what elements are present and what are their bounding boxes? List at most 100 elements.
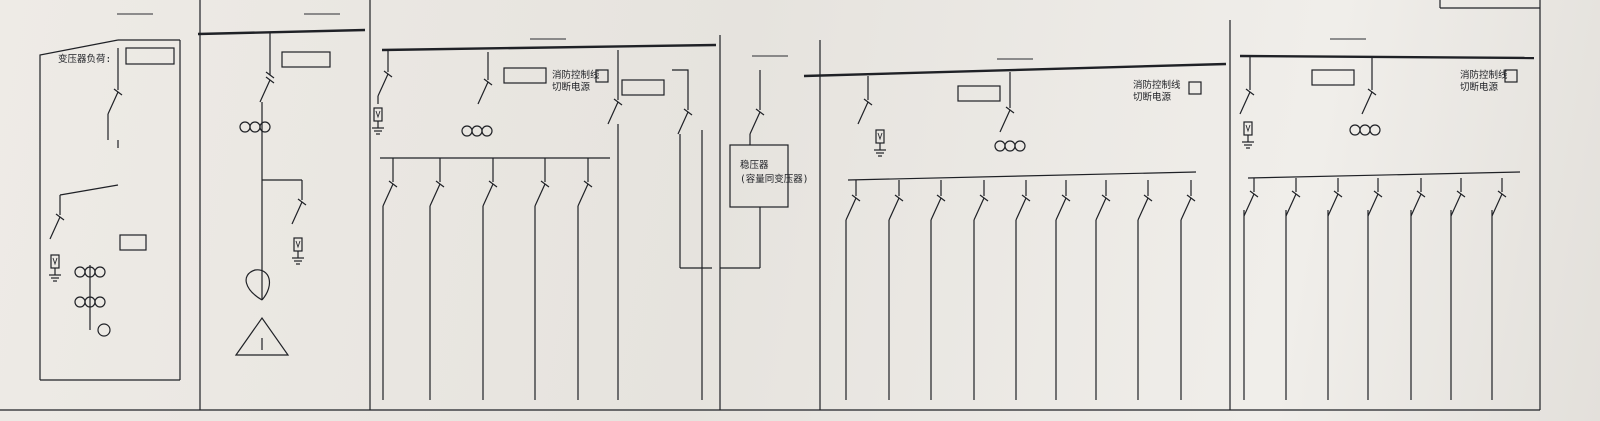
ct-symbol — [1004, 140, 1016, 152]
spd2-d2 — [293, 237, 303, 252]
spd-arrow — [1245, 124, 1251, 133]
breaker-x — [540, 180, 550, 188]
meter-box — [125, 47, 175, 65]
breaker-x — [383, 70, 393, 78]
wire — [59, 184, 119, 196]
spd-breaker-d5 — [857, 101, 869, 125]
cable-hook — [245, 269, 271, 301]
breaker-x — [583, 180, 593, 188]
breaker-x — [894, 194, 904, 202]
spd2-d6 — [1243, 121, 1253, 136]
wire — [1247, 171, 1521, 179]
breaker-x — [863, 98, 873, 106]
panel-frame — [0, 0, 1541, 411]
fire-label-d3: 消防控制线 — [552, 69, 600, 81]
breaker-x — [483, 78, 493, 86]
fire-label-d6: 消防控制线 — [1460, 69, 1508, 81]
breaker-oneway — [607, 101, 619, 125]
ct-symbol — [481, 125, 493, 137]
spd2-d3 — [373, 107, 383, 122]
regulator-label: (容量同变压器) — [740, 173, 808, 185]
aux-symbol — [97, 323, 111, 337]
spd1 — [50, 254, 60, 269]
breaker-x — [1249, 190, 1259, 198]
feeder-breaker — [1015, 197, 1027, 221]
breaker-x — [1373, 190, 1383, 198]
feeder-breaker — [973, 197, 985, 221]
feeder-breaker — [429, 183, 441, 207]
spd-breaker-d3 — [377, 73, 389, 97]
breaker-d3 — [477, 81, 489, 105]
breaker-x — [265, 76, 275, 84]
feeder-breaker — [1491, 193, 1503, 217]
breaker-x — [979, 194, 989, 202]
kwh-meter — [119, 234, 147, 251]
fire-relay — [595, 69, 609, 83]
switch-contact — [259, 79, 271, 103]
feeder-breaker — [1137, 197, 1149, 221]
fire-relay — [1504, 69, 1518, 83]
breaker-x — [1456, 190, 1466, 198]
feeder-breaker — [382, 183, 394, 207]
wire — [847, 171, 1197, 181]
breaker-x — [851, 194, 861, 202]
ct-symbol — [74, 296, 86, 308]
breaker-x — [613, 98, 623, 106]
feeder-breaker — [1095, 197, 1107, 221]
ct-symbol — [94, 266, 106, 278]
spd-breaker — [49, 216, 61, 240]
feeder-breaker — [482, 183, 494, 207]
breaker-d4-1 — [677, 111, 689, 135]
breaker-x — [1333, 190, 1343, 198]
breaker-x — [1101, 194, 1111, 202]
feeder-breaker — [1327, 193, 1339, 217]
ct-symbol — [1349, 124, 1361, 136]
ct-symbol — [239, 121, 251, 133]
ct-symbol — [74, 266, 86, 278]
ct-symbol — [471, 125, 483, 137]
ct-symbol — [1369, 124, 1381, 136]
main-breaker — [107, 91, 119, 115]
feeder-breaker — [1450, 193, 1462, 217]
breaker-x — [1416, 190, 1426, 198]
main-busbar-d5 — [803, 62, 1227, 78]
breaker-d4-2 — [749, 111, 761, 135]
feeder-breaker — [1410, 193, 1422, 217]
feeder-breaker — [534, 183, 546, 207]
breaker-x — [683, 108, 693, 116]
breaker-d5 — [999, 109, 1011, 133]
annotation-text: 变压器负荷:消防控制线切断电源稳压器(容量同变压器)消防控制线切断电源消防控制线… — [58, 53, 1508, 185]
feeder-breaker — [577, 183, 589, 207]
spd-arrow — [877, 132, 883, 141]
breaker-x — [435, 180, 445, 188]
feeder-breaker — [930, 197, 942, 221]
main-busbar — [197, 28, 366, 36]
ct-symbol — [1014, 140, 1026, 152]
meter-box — [281, 51, 331, 68]
feeder-breaker — [1285, 193, 1297, 217]
breaker-x — [1291, 190, 1301, 198]
fire-label-d6: 切断电源 — [1460, 81, 1499, 93]
breaker-x — [1497, 190, 1507, 198]
breaker-x — [297, 198, 307, 206]
feeder-wire — [39, 39, 119, 380]
fire-relay — [1188, 81, 1202, 95]
main-busbar-d3 — [381, 43, 717, 52]
ct-symbol — [461, 125, 473, 137]
fire-label-d3: 切断电源 — [552, 81, 591, 93]
breaker-x — [755, 108, 765, 116]
feeder-breaker — [1055, 197, 1067, 221]
breaker-x — [488, 180, 498, 188]
breaker-x — [55, 213, 65, 221]
breaker-d6 — [1361, 91, 1373, 115]
breaker-x — [1245, 88, 1255, 96]
breaker-x — [1367, 88, 1377, 96]
fire-label-d5: 消防控制线 — [1133, 79, 1181, 91]
feeder-breaker — [1367, 193, 1379, 217]
ct-symbol — [94, 296, 106, 308]
spd-arrow — [52, 257, 58, 266]
spd-arrow — [375, 110, 381, 119]
ct-symbol — [249, 121, 261, 133]
